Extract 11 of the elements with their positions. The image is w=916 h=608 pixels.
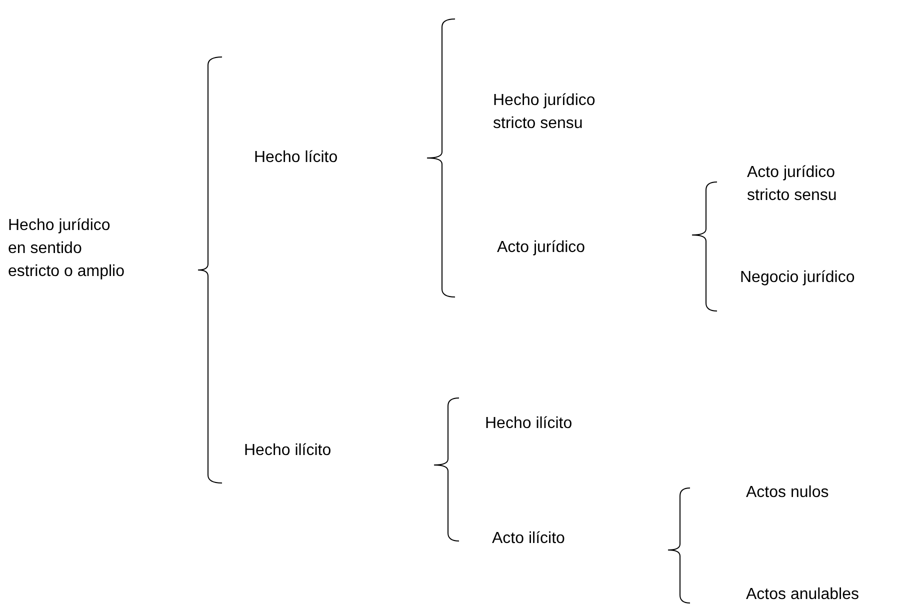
category-label: Hecho lícito xyxy=(254,148,338,168)
category-label: Negocio jurídico xyxy=(740,268,855,288)
category-label: Acto ilícito xyxy=(492,529,565,549)
category-label: Actos nulos xyxy=(746,483,829,503)
category-label: Hecho ilícito xyxy=(244,441,332,461)
category-label: Hecho jurídico en sentido estricto o amplio xyxy=(8,216,126,282)
category-label: Actos anulables xyxy=(746,585,859,605)
category-label: Acto jurídico xyxy=(497,238,586,258)
category-label: Hecho ilícito xyxy=(485,414,572,434)
category-label: Acto jurídico stricto sensu xyxy=(747,163,838,206)
category-label: Hecho jurídico stricto sensu xyxy=(493,91,596,134)
